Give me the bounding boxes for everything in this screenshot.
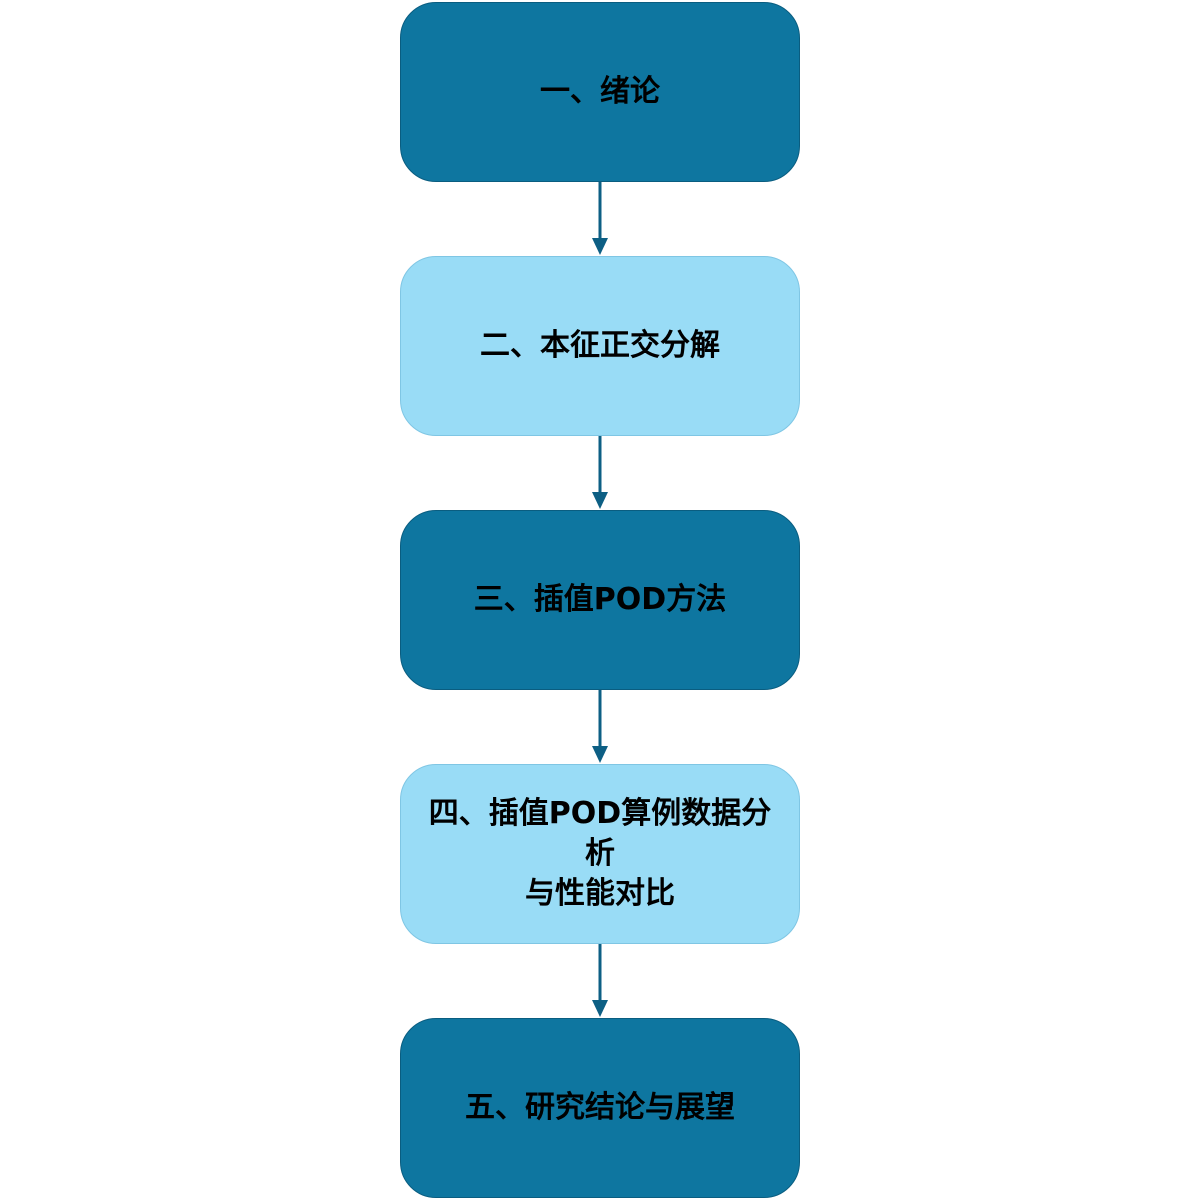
step-3-box: 三、插值POD方法 [400,510,800,690]
arrow-2-down-icon [592,436,608,509]
arrow-4-down-icon [592,944,608,1017]
step-5-label: 五、研究结论与展望 [465,1090,735,1125]
step-4-label: 四、插值POD算例数据分析 与性能对比 [428,796,772,911]
step-2-box: 二、本征正交分解 [400,256,800,436]
step-5-box: 五、研究结论与展望 [400,1018,800,1198]
step-2-label: 二、本征正交分解 [480,328,720,363]
step-1-box: 一、绪论 [400,2,800,182]
step-3-label: 三、插值POD方法 [473,582,727,617]
arrow-3-down-icon [592,690,608,763]
step-4-box: 四、插值POD算例数据分析 与性能对比 [400,764,800,944]
step-1-label: 一、绪论 [540,74,660,109]
arrow-1-down-icon [592,182,608,255]
